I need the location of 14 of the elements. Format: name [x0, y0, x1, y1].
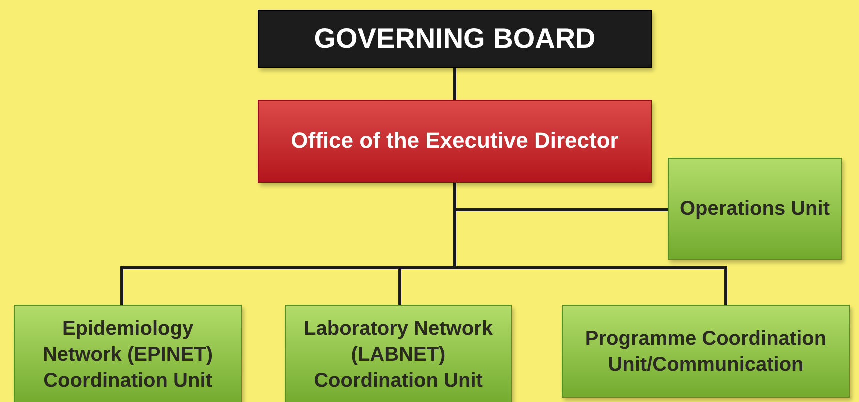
box-label: Office of the Executive Director — [291, 127, 619, 156]
unit-box — [668, 158, 842, 260]
unit-box — [14, 305, 242, 402]
box-label: Operations Unit — [680, 197, 830, 222]
title-box — [258, 10, 652, 68]
box-label: Programme Coordination Unit/Communication — [584, 326, 828, 378]
unit-box — [562, 305, 850, 398]
box-label: GOVERNING BOARD — [314, 22, 596, 56]
office-box — [258, 100, 652, 183]
connector-line — [454, 183, 728, 305]
box-label: Epidemiology Network (EPINET) Coordination Unit — [42, 317, 214, 394]
box-label: Laboratory Network (LABNET) Coordination Unit — [303, 317, 494, 394]
unit-box — [285, 305, 512, 402]
connector-line — [454, 68, 456, 100]
